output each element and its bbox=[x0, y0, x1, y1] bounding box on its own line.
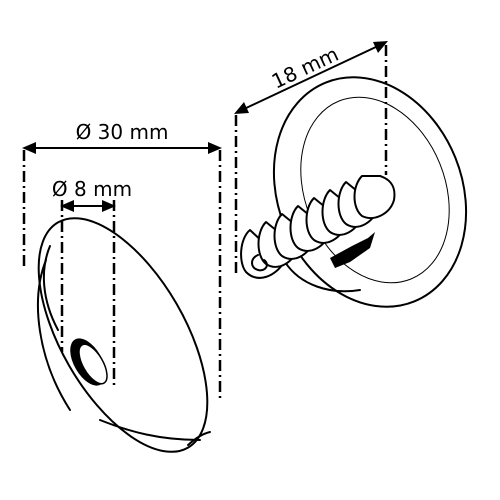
outer-diameter-label: Ø 30 mm bbox=[76, 120, 169, 144]
dimension-inner-diameter: Ø 8 mm bbox=[52, 177, 132, 385]
cover-cap bbox=[37, 217, 211, 453]
dimension-line bbox=[243, 45, 379, 110]
thread-coil bbox=[353, 175, 396, 219]
thread-shadow bbox=[330, 232, 375, 268]
cap-rim-lip bbox=[187, 431, 211, 446]
arrowhead-right bbox=[208, 142, 222, 154]
screw-threads bbox=[240, 175, 396, 279]
dimension-outer-diameter: Ø 30 mm bbox=[22, 120, 222, 400]
cap-center-hole-inner bbox=[78, 343, 108, 385]
cap-body bbox=[37, 217, 209, 453]
cap-rim-edge bbox=[37, 259, 71, 411]
arrowhead-right bbox=[373, 41, 388, 53]
washer-edge bbox=[284, 261, 361, 293]
cap-rim-upper-edge bbox=[42, 245, 59, 331]
inner-diameter-label: Ø 8 mm bbox=[52, 177, 132, 201]
cap-rim-lower-edge bbox=[99, 419, 201, 441]
arrowhead-left bbox=[60, 200, 74, 212]
arrowhead-right bbox=[102, 200, 116, 212]
screw-assembly bbox=[240, 76, 468, 308]
screw-tip bbox=[251, 254, 268, 272]
arrowhead-left bbox=[22, 142, 36, 154]
arrowhead-left bbox=[234, 102, 249, 114]
